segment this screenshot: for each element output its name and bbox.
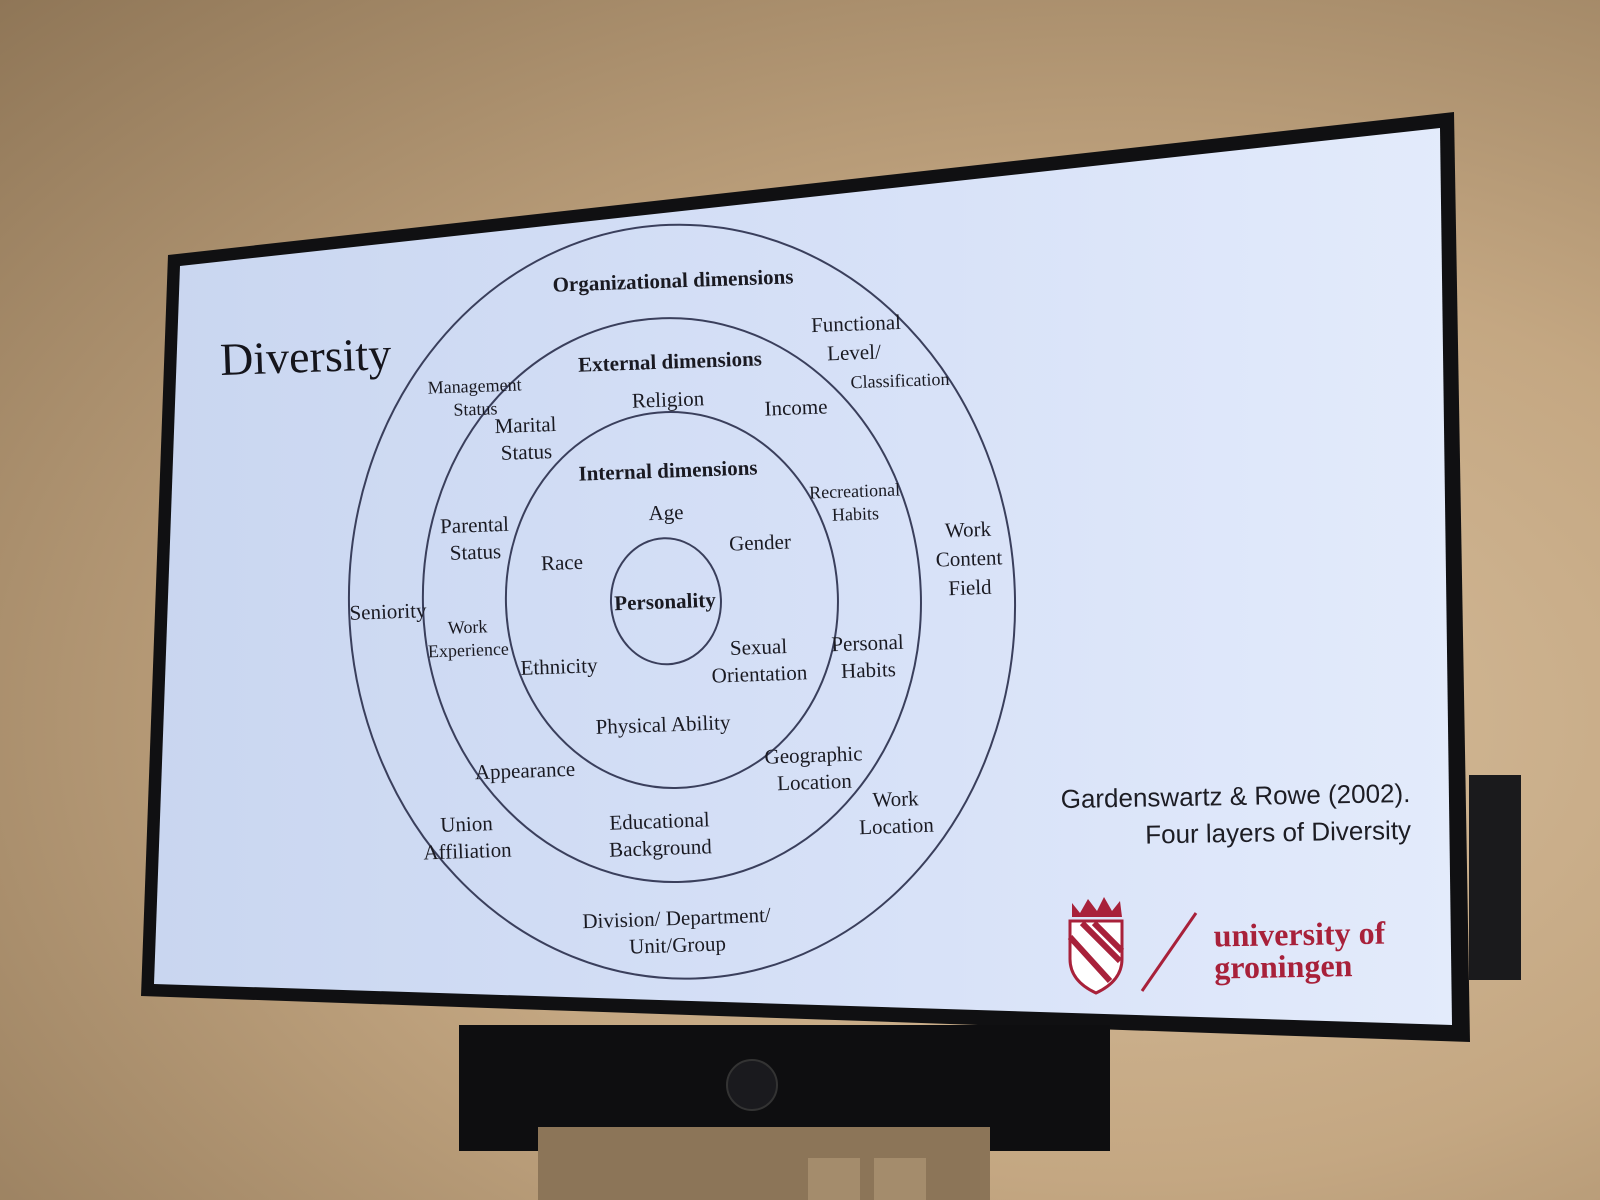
diversity-rings [347,223,1017,980]
label-income: Income [764,394,828,421]
ring-internal [504,411,839,790]
layer-core: Personality [613,587,717,616]
label-religion: Religion [631,386,705,413]
label-functional: Functional [810,309,902,338]
label-gender: Gender [728,529,792,556]
label-seniority: Seniority [349,598,427,625]
citation: Gardenswartz & Rowe (2002).Four layers o… [1060,777,1412,850]
label-race: Race [540,549,584,576]
label-ethnicity: Ethnicity [520,653,598,680]
ring-organizational [347,223,1017,980]
socket-right [874,1158,926,1200]
camera [726,1059,778,1111]
label-appearance: Appearance [474,756,576,785]
label-level: Level/ [826,339,882,366]
ring-external [421,317,922,883]
label-physical-ability: Physical Ability [595,710,731,739]
label-classification: Classification [850,368,950,393]
ring-core [609,537,722,666]
slide-title: Diversity [219,328,393,385]
side-device [1469,775,1521,980]
socket-left [808,1158,860,1200]
label-age: Age [648,499,684,526]
label-division: Division/ Department/Unit/Group [581,902,772,959]
tv-display [154,128,1452,1025]
university-crest-icon [1067,897,1198,995]
